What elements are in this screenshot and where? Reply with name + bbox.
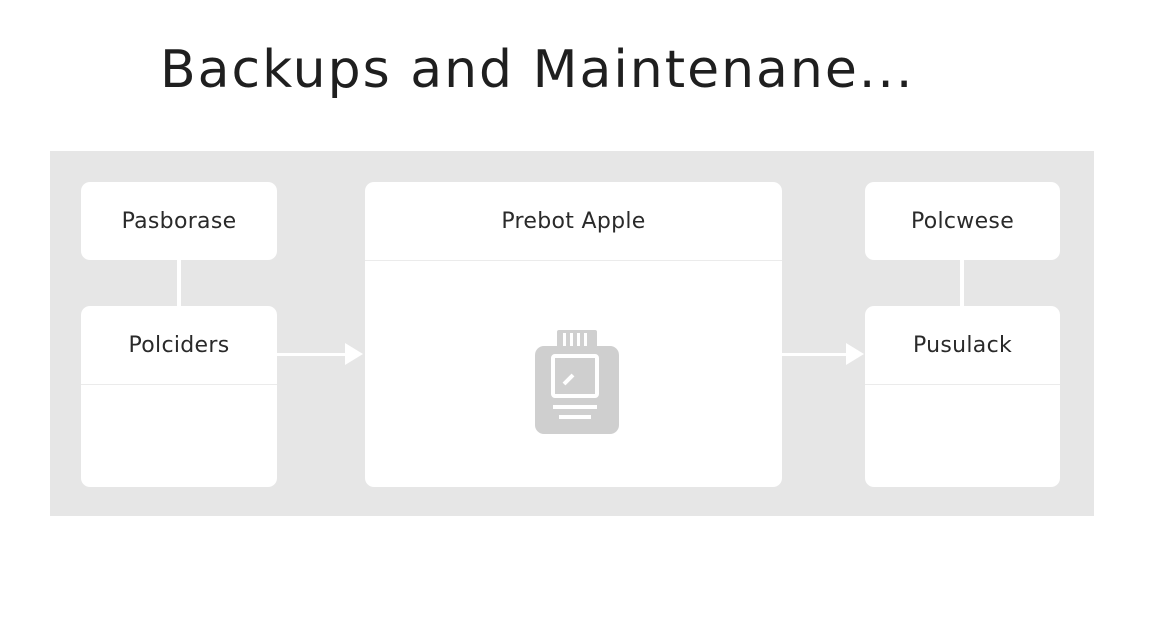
sd-card-icon	[535, 330, 619, 434]
box-left-top-label: Pasborase	[121, 208, 237, 234]
arrow-left-to-center-line	[277, 353, 347, 356]
box-left-bottom: Polciders	[81, 306, 277, 487]
box-left-bottom-label: Polciders	[81, 306, 277, 385]
arrow-center-to-right-head	[846, 343, 864, 365]
box-right-top-label: Polcwese	[910, 208, 1015, 234]
connector-right	[960, 260, 964, 306]
box-left-top: Pasborase	[81, 182, 277, 260]
arrow-left-to-center-head	[345, 343, 363, 365]
diagram-panel: Pasborase Polciders Prebot Apple	[50, 151, 1094, 516]
page-title: Backups and Maintenane...	[160, 40, 915, 100]
box-right-bottom: Pusulack	[865, 306, 1060, 487]
arrow-center-to-right-line	[782, 353, 848, 356]
connector-left	[177, 260, 181, 306]
box-center-label: Prebot Apple	[365, 182, 782, 261]
box-right-bottom-label: Pusulack	[865, 306, 1060, 385]
box-center: Prebot Apple	[365, 182, 782, 487]
box-right-top: Polcwese	[865, 182, 1060, 260]
